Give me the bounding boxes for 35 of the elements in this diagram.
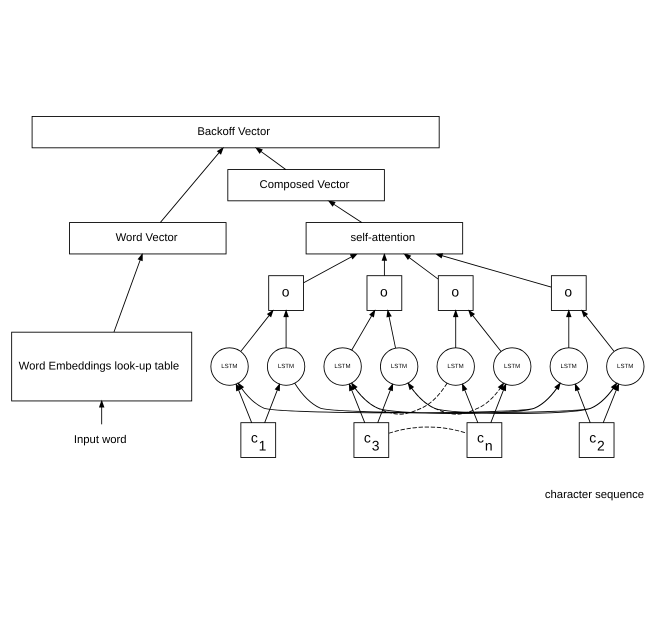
arrow <box>382 252 388 276</box>
arrow <box>303 253 358 284</box>
arrow <box>566 309 572 348</box>
arrow <box>386 309 396 348</box>
arrow <box>240 310 274 352</box>
node-box: Word Vector <box>69 222 226 254</box>
connector <box>388 426 468 434</box>
arrow <box>468 310 502 352</box>
arrow <box>452 309 458 348</box>
arrow <box>462 383 478 423</box>
arrow <box>348 383 366 423</box>
node-box: Backoff Vector <box>32 116 440 148</box>
arrow <box>581 310 615 352</box>
arrow <box>283 309 289 348</box>
node-text: Input word <box>74 434 127 446</box>
arrow <box>264 383 280 423</box>
node-box: o <box>550 275 587 311</box>
arrow <box>574 383 591 423</box>
arrow <box>113 252 143 333</box>
label: character sequence <box>544 488 644 501</box>
node-box: Composed Vector <box>227 169 385 202</box>
arrow <box>254 147 286 170</box>
node-box: o <box>438 275 474 311</box>
arrow <box>434 253 552 288</box>
node-box: o <box>366 275 402 311</box>
arrow <box>328 200 362 223</box>
arrow <box>403 253 439 280</box>
arrow <box>377 383 394 423</box>
node-box: o <box>268 275 304 311</box>
node-box: Word Embeddings look-up table <box>11 332 192 402</box>
arrow <box>490 383 506 423</box>
arrow <box>160 146 224 223</box>
node-box: self-attention <box>306 222 464 254</box>
arrow <box>351 309 376 351</box>
arrow <box>98 400 104 425</box>
